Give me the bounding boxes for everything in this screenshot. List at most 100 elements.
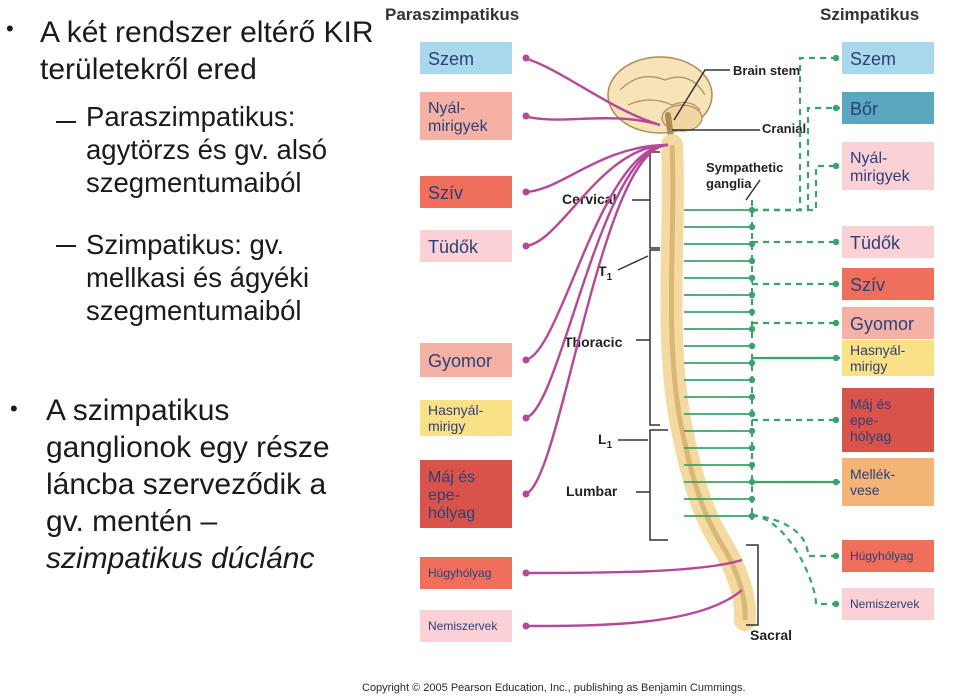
- symp-terminal-4: [832, 238, 840, 246]
- left-organ-2: Nyál-mirigyek: [420, 92, 512, 140]
- right-organ-6: Gyomor: [842, 307, 934, 339]
- para-ganglion-4: [522, 242, 530, 250]
- para-path-7: [523, 143, 669, 496]
- left-organ-1-label: Szem: [428, 49, 474, 69]
- right-organ-9: Mellék-vese: [842, 458, 934, 506]
- right-organ-7-label: Hasnyál-mirigy: [850, 342, 906, 374]
- para-path-2: [523, 114, 661, 127]
- symp-path-10: [751, 513, 840, 558]
- label-l1: L1: [598, 431, 613, 451]
- parasympathetic-pathways: [522, 54, 743, 630]
- bullet-1: A két rendszer eltérő KIR területekről e…: [40, 16, 374, 86]
- left-organ-2-label: Nyál-mirigyek: [428, 100, 489, 135]
- left-organ-8-label: Húgyhólyag: [428, 566, 491, 580]
- left-organ-4-label-line: Tüdők: [428, 237, 479, 257]
- left-organ-7-label-line: hólyag: [428, 505, 475, 522]
- title-parasympathetic: Paraszimpatikus: [385, 5, 519, 24]
- right-organ-11-label: Nemiszervek: [850, 597, 920, 611]
- right-organ-7-label-line: mirigy: [850, 358, 887, 374]
- right-organ-10-box: [842, 540, 934, 572]
- left-organ-6-label-line: Hasnyál-: [428, 402, 484, 418]
- left-organ-9: Nemiszervek: [420, 610, 512, 642]
- left-organ-9-label-line: Nemiszervek: [428, 619, 498, 633]
- left-organ-8-box: [420, 557, 512, 589]
- left-organ-5: Gyomor: [420, 343, 512, 377]
- symp-terminal-11: [832, 600, 840, 608]
- right-organ-4-label: Tüdők: [850, 233, 901, 253]
- para-ganglion-6: [522, 414, 530, 422]
- para-ganglion-8: [522, 569, 530, 577]
- right-organ-8-label-line: Máj és: [850, 396, 891, 412]
- label-cranial: Cranial: [762, 121, 806, 136]
- para-ganglion-3: [522, 188, 530, 196]
- left-organ-9-box: [420, 610, 512, 642]
- right-organ-6-label: Gyomor: [850, 314, 914, 334]
- symp-terminal-6: [832, 319, 840, 327]
- left-organ-5-label: Gyomor: [428, 351, 492, 371]
- region-brackets: [617, 69, 761, 626]
- right-organ-6-box: [842, 307, 934, 339]
- right-organ-10-label: Húgyhólyag: [850, 549, 913, 563]
- symp-terminal-7: [832, 354, 840, 362]
- para-path-5: [523, 143, 669, 362]
- bullet-2-line-3: láncba szerveződik a: [46, 468, 327, 501]
- para-path-3: [523, 143, 669, 194]
- left-organ-7-label-line: Máj és: [428, 469, 475, 486]
- right-organ-5-label-line: Szív: [850, 275, 885, 295]
- right-organ-2-label-line: Bőr: [850, 99, 878, 119]
- symp-terminal-10: [832, 552, 840, 560]
- left-organ-2-label-line: mirigyek: [428, 118, 489, 135]
- label-thoracic: Thoracic: [564, 334, 623, 350]
- para-ganglion-2: [522, 112, 530, 120]
- left-organ-6: Hasnyál-mirigy: [420, 400, 512, 436]
- sub-bullet-sympathetic: Szimpatikus: gv. mellkasi és ágyéki szeg…: [86, 229, 310, 326]
- label-lumbar: Lumbar: [566, 483, 618, 499]
- bullet-list: • A két rendszer eltérő KIR területekről…: [0, 0, 390, 640]
- dash-1: [56, 121, 76, 123]
- right-organ-3: Nyál-mirigyek: [842, 142, 934, 190]
- symp-terminal-8: [832, 416, 840, 424]
- para-ganglion-1: [522, 54, 530, 62]
- label-t1: T1: [598, 263, 613, 283]
- label-cervical: Cervical: [562, 191, 616, 207]
- para-path-8: [523, 558, 743, 575]
- bullet-dot-2: •: [10, 396, 18, 421]
- right-organ-2: Bőr: [842, 92, 934, 124]
- left-organ-7-label-line: epe-: [428, 487, 460, 504]
- right-organ-3-label-line: Nyál-: [850, 150, 887, 167]
- right-organ-11-label-line: Nemiszervek: [850, 597, 920, 611]
- right-organ-5-label: Szív: [850, 275, 885, 295]
- right-organ-7: Hasnyál-mirigy: [842, 340, 934, 376]
- right-organ-3-label-line: mirigyek: [850, 168, 911, 185]
- bullet-2-italic: szimpatikus dúclánc: [46, 542, 315, 575]
- brain-illustration: [607, 56, 713, 148]
- para-ganglion-7: [522, 490, 530, 498]
- bullet-2-line-2: ganglionok egy része: [46, 431, 330, 464]
- title-sympathetic: Szimpatikus: [820, 5, 919, 24]
- right-organ-6-label-line: Gyomor: [850, 314, 914, 334]
- label-sympathetic-ganglia-1: Sympathetic: [706, 160, 783, 175]
- right-organ-9-label-line: Mellék-: [850, 466, 895, 482]
- copyright-notice: Copyright © 2005 Pearson Education, Inc.…: [362, 682, 746, 694]
- left-organ-3: Szív: [420, 176, 512, 208]
- bullet-2-line-4: gv. mentén –: [46, 505, 218, 538]
- label-sympathetic-ganglia: Sympathetic ganglia: [706, 160, 787, 191]
- nervous-system-diagram: Paraszimpatikus Szimpatikus Brain stem C…: [385, 5, 934, 643]
- left-organ-1-box: [420, 42, 512, 74]
- left-organ-1: Szem: [420, 42, 512, 74]
- label-brain-stem: Brain stem: [733, 63, 800, 78]
- right-organ-4-box: [842, 226, 934, 258]
- left-organ-2-label-line: Nyál-: [428, 100, 465, 117]
- symp-path-11: [751, 513, 840, 606]
- sub-bullet-parasympathetic: Paraszimpatikus: agytörzs és gv. alsó sz…: [86, 101, 327, 198]
- bullet-dot-1: •: [6, 16, 14, 41]
- label-sacral: Sacral: [750, 627, 792, 643]
- right-organ-4-label-line: Tüdők: [850, 233, 901, 253]
- para-path-4: [523, 143, 669, 248]
- left-organ-4: Tüdők: [420, 230, 512, 262]
- left-organ-5-label-line: Gyomor: [428, 351, 492, 371]
- para-path-1: [523, 56, 661, 127]
- right-organ-5: Szív: [842, 268, 934, 300]
- sympathetic-organs: SzemBőrNyál-mirigyekTüdőkSzívGyomorHasny…: [842, 42, 934, 620]
